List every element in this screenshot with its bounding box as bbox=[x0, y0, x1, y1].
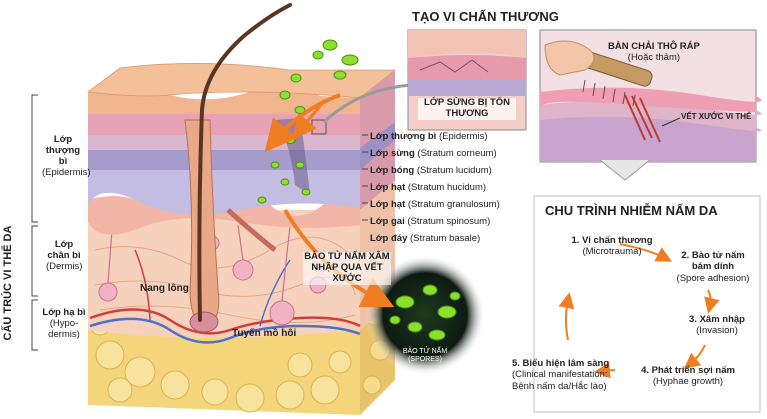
cycle-step-2: 2. Bào tử nấm bám dính (Spore adhesion) bbox=[672, 250, 754, 284]
skin-top bbox=[86, 63, 397, 99]
spores-label-title: BÀO TỬ NẤM bbox=[402, 348, 448, 355]
side-label: CẤU TRÚC VI THỂ DA bbox=[2, 225, 14, 341]
cycle-step-5-sub: (Clinical manifestation: Bệnh nấm da/Hắc… bbox=[512, 369, 608, 392]
cycle-step-3-sub: (Invasion) bbox=[696, 325, 738, 337]
left-layer-epidermis: Lớp thượng bì (Epidermis) bbox=[42, 134, 91, 179]
left-layer-epidermis-name: Lớp thượng bì bbox=[45, 134, 81, 167]
cycle-box bbox=[533, 195, 761, 413]
stratum-corneum bbox=[88, 112, 360, 135]
fat-cells bbox=[89, 314, 352, 413]
spores-label: BÀO TỬ NẤM (SPORES) bbox=[392, 348, 458, 364]
arrector-muscle bbox=[226, 208, 277, 252]
left-layer-hypodermis-sub: (Hypo-dermis) bbox=[48, 317, 80, 340]
hair-shaft bbox=[197, 3, 292, 322]
epidermis-layer-list: Lớp thượng bì (Epidermis) Lớp sừng (Stra… bbox=[370, 128, 500, 247]
left-layer-hypodermis: Lớp hạ bì (Hypo-dermis) bbox=[40, 307, 88, 341]
left-layer-dermis-name: Lớp chân bì bbox=[47, 239, 81, 261]
cycle-title: CHU TRÌNH NHIỄM NẤM DA bbox=[545, 203, 718, 218]
left-layer-hypodermis-name: Lớp hạ bì bbox=[42, 307, 86, 318]
cycle-step-3-title: 3. Xâm nhập bbox=[689, 314, 745, 325]
trauma-title: TẠO VI CHẤN THƯƠNG bbox=[412, 9, 559, 24]
left-layer-dermis: Lớp chân bì (Dermis) bbox=[46, 239, 83, 273]
cycle-step-2-title: 2. Bào tử nấm bám dính bbox=[681, 250, 745, 273]
cycle-step-5: 5. Biểu hiện lâm sàng (Clinical manifest… bbox=[508, 358, 632, 392]
blood-vessels bbox=[89, 249, 361, 344]
layer-list-item: Lớp hạt (Stratum hucidum) bbox=[370, 182, 487, 193]
left-layer-epidermis-sub: (Epidermis) bbox=[42, 166, 91, 178]
scratch-label: VẾT XƯỚC VI THỂ bbox=[681, 112, 752, 121]
cycle-step-4-sub: (Hyphae growth) bbox=[652, 376, 724, 388]
cycle-step-5-title: 5. Biểu hiện lâm sàng bbox=[512, 358, 610, 369]
layer-list-item: Lớp bóng (Stratum lucidum) bbox=[370, 165, 492, 176]
cycle-step-4-title: 4. Phát triển sợi nấm bbox=[641, 365, 735, 376]
spore-zoom bbox=[365, 255, 485, 375]
layer-list-item: Lớp thượng bì (Epidermis) bbox=[370, 131, 488, 142]
cycle-step-4: 4. Phát triển sợi nấm (Hyphae growth) bbox=[628, 365, 748, 388]
zoom-label: LỚP SỪNG BỊ TỔN THƯƠNG bbox=[418, 97, 516, 120]
cycle-step-3: 3. Xâm nhập (Invasion) bbox=[682, 314, 752, 337]
stratum-spinosum bbox=[88, 168, 360, 215]
cycle-step-1-sub: (Microtrauma) bbox=[582, 246, 642, 258]
brush-label-sub: (Hoặc thảm) bbox=[627, 51, 681, 63]
spores-label-sub: (SPORES) bbox=[408, 356, 442, 364]
brush-label-title: BÀN CHẢI THÔ RÁP bbox=[608, 41, 700, 52]
brush-callout bbox=[539, 29, 762, 181]
layer-brackets bbox=[31, 94, 38, 351]
layer-list-item: Lớp sừng (Stratum corneum) bbox=[370, 148, 497, 159]
layer-list-item: Lớp đáy (Stratum basale) bbox=[370, 233, 481, 244]
stratum-granulosum bbox=[88, 148, 360, 170]
hand bbox=[544, 40, 595, 76]
cycle-step-1: 1. Vi chấn thương (Microtrauma) bbox=[562, 235, 662, 258]
scratch-mark bbox=[624, 94, 661, 143]
follicle-label: Nang lông bbox=[140, 283, 189, 294]
layer-list-item: Lớp hạt (Stratum granulosum) bbox=[370, 199, 500, 210]
layer-list-item: Lớp gai (Stratum spinosum) bbox=[370, 216, 491, 227]
left-layer-dermis-sub: (Dermis) bbox=[46, 260, 83, 272]
cycle-step-2-sub: (Spore adhesion) bbox=[676, 272, 750, 284]
invasion-label: BÀO TỬ NẤM XÂM NHẬP QUA VẾT XƯỚC bbox=[303, 251, 391, 285]
brush-label: BÀN CHẢI THÔ RÁP (Hoặc thảm) bbox=[608, 41, 700, 64]
sweat-gland-label: Tuyến mồ hôi bbox=[232, 328, 297, 339]
skin-block bbox=[86, 3, 397, 415]
cycle-step-1-title: 1. Vi chấn thương bbox=[571, 235, 653, 246]
stratum-lucidum bbox=[88, 133, 360, 150]
layer-list-ticks bbox=[362, 134, 368, 221]
